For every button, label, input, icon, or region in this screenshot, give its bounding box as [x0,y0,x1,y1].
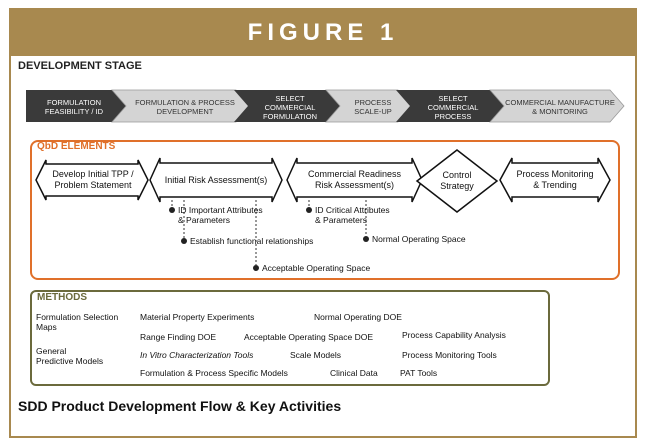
bullet-dot [306,207,312,213]
method-item: Process Monitoring Tools [402,350,497,360]
development-stage-heading: DEVELOPMENT STAGE [18,60,142,72]
method-item: Acceptable Operating Space DOE [244,332,373,342]
figure-frame: FIGURE 1 [9,8,637,438]
bullet-dot [181,238,187,244]
method-item: Formulation & Process Specific Models [140,368,288,378]
method-item: Range Finding DOE [140,332,217,342]
method-item: PAT Tools [400,368,438,378]
stage-label-1: FORMULATION FEASIBILITY / ID [44,98,104,116]
method-item: Material Property Experiments [140,312,255,322]
qbd-element-control-strategy: Control Strategy [440,170,474,191]
qbd-elements-box [30,140,620,280]
initial-bullet-id-important: ID Important Attributes & Parameters [178,205,263,225]
method-item: Formulation Selection Maps [36,312,119,332]
qbd-element-commercial-risk: Commercial Readiness Risk Assessment(s) [307,169,402,190]
methods-box [30,290,550,386]
method-item: Clinical Data [330,368,378,378]
stage-chevron-6 [489,89,625,123]
bullet-dot [253,265,259,271]
stage-chevrons [26,89,625,123]
commercial-bullet-normal: Normal Operating Space [372,234,466,244]
qbd-arrow-tpp [35,159,149,201]
qbd-element-initial-risk: Initial Risk Assessment(s) [164,174,268,185]
qbd-arrow-monitoring [499,157,611,203]
stage-label-6: COMMERCIAL MANUFACTURE & MONITORING [505,98,615,116]
stage-label-2: FORMULATION & PROCESS DEVELOPMENT [135,98,235,116]
bullet-dot [169,207,175,213]
methods-heading: METHODS [37,292,87,303]
stage-label-3: SELECT COMMERCIAL FORMULATION [262,93,318,121]
figure-caption: SDD Product Development Flow & Key Activ… [18,398,342,414]
initial-bullet-functional: Establish functional relationships [190,236,314,246]
stage-chevron-3 [234,90,342,122]
qbd-diamond-control [415,149,499,213]
qbd-elements-heading: QbD ELEMENTS [37,141,116,152]
method-item: Process Capability Analysis [402,330,506,340]
method-item: Scale Models [290,350,342,360]
qbd-arrow-initial-risk [149,157,283,203]
stage-chevron-5 [396,90,506,122]
stage-label-5: SELECT COMMERCIAL PROCESS [427,93,479,121]
figure-title: FIGURE 1 [11,10,635,56]
method-item: In Vitro Characterization Tools [140,350,254,360]
stage-chevron-1 [26,90,128,122]
commercial-bullet-id-critical: ID Critical Attributes & Parameters [315,205,390,225]
qbd-element-monitoring: Process Monitoring & Trending [516,169,594,190]
method-item: General Predictive Models [36,346,104,366]
method-item: Normal Operating DOE [314,312,402,322]
stage-label-4: PROCESS SCALE-UP [354,98,392,116]
initial-bullet-acceptable: Acceptable Operating Space [262,263,371,273]
bullet-dot [363,236,369,242]
qbd-element-tpp: Develop Initial TPP / Problem Statement [52,169,134,190]
